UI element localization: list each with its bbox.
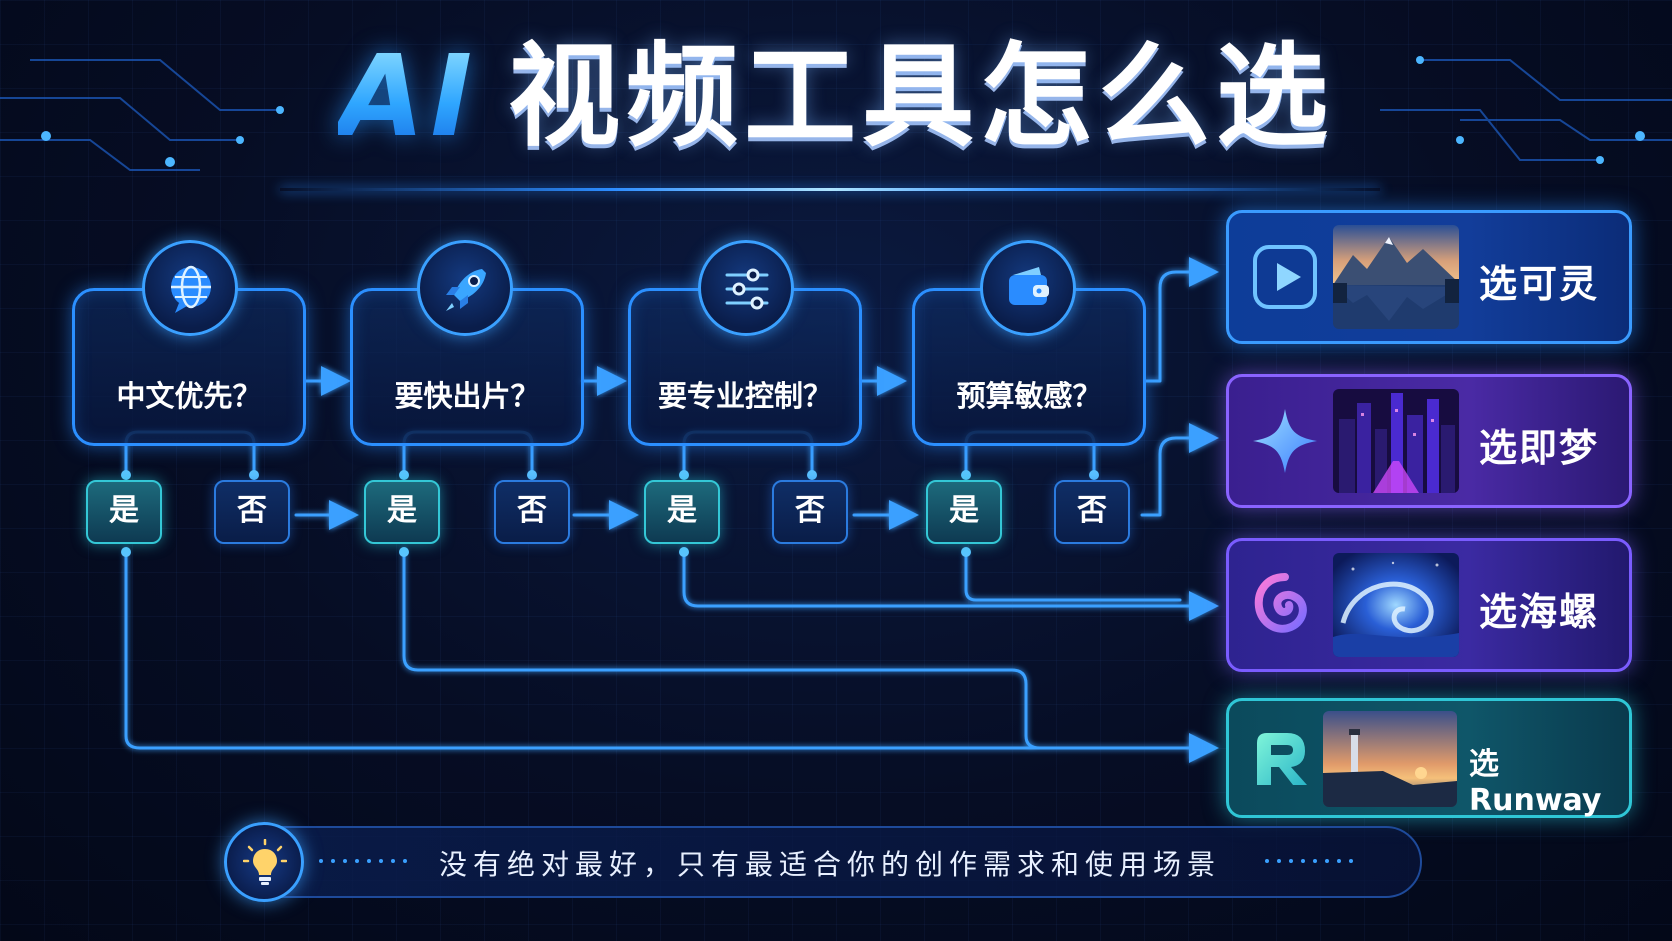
answer-yes-q3: 是 [644, 480, 720, 544]
answer-no-q4: 否 [1054, 480, 1130, 544]
sliders-icon [698, 240, 794, 336]
title-main: 视频工具怎么选 [508, 32, 1335, 162]
question-label: 要快出片？ [394, 379, 540, 413]
result-card-runway: 选 Runway [1226, 698, 1632, 818]
result-label: 选可灵 [1479, 262, 1600, 306]
lightbulb-icon [224, 822, 304, 902]
swirl-icon [1254, 573, 1307, 633]
footer-note-text: 没有绝对最好，只有最适合你的创作需求和使用场景 [438, 848, 1221, 881]
globe-chat-icon [142, 240, 238, 336]
answer-yes-q4: 是 [926, 480, 1002, 544]
answer-no-q1: 否 [214, 480, 290, 544]
connector-yes4-hailuo [964, 547, 1182, 602]
result-card-kling: 选可灵 [1226, 210, 1632, 344]
result-card-jimeng: 选即梦 [1226, 374, 1632, 508]
answer-no-q3: 否 [772, 480, 848, 544]
title-underline [280, 188, 1380, 191]
play-icon [1253, 245, 1317, 309]
question-label: 预算敏感？ [956, 379, 1102, 413]
thumbnail-lighthouse-sunset [1323, 711, 1457, 807]
result-label: 选海螺 [1479, 590, 1600, 634]
answer-yes-q1: 是 [86, 480, 162, 544]
connector-no4-jimeng [1140, 423, 1219, 517]
title-ai: AI [337, 32, 479, 162]
thumbnail-ocean-wave [1333, 553, 1459, 657]
wallet-icon [980, 240, 1076, 336]
result-label: 选即梦 [1479, 426, 1600, 470]
result-label: 选 Runway [1469, 747, 1602, 818]
thumbnail-night-city [1333, 389, 1459, 493]
connector-yes3-hailuo [682, 547, 1219, 621]
question-label: 中文优先？ [116, 379, 262, 413]
thumbnail-mountain-lake [1333, 225, 1459, 329]
rocket-icon [417, 240, 513, 336]
result-card-hailuo: 选海螺 [1226, 538, 1632, 672]
sparkle-icon [1253, 409, 1317, 473]
runway-logo-icon [1257, 733, 1307, 785]
footer-dots-left [319, 859, 407, 863]
question-box-chinese: 中文优先？ [72, 288, 306, 446]
answer-no-q2: 否 [494, 480, 570, 544]
footer-dots-right [1265, 859, 1353, 863]
connector-yes2-runway [402, 547, 1219, 763]
question-label: 要专业控制？ [657, 379, 832, 413]
connector-yes1-runway [124, 547, 1206, 750]
answer-yes-q2: 是 [364, 480, 440, 544]
connector-q4-kling [1144, 257, 1219, 383]
footer-note-bar [226, 826, 1422, 898]
